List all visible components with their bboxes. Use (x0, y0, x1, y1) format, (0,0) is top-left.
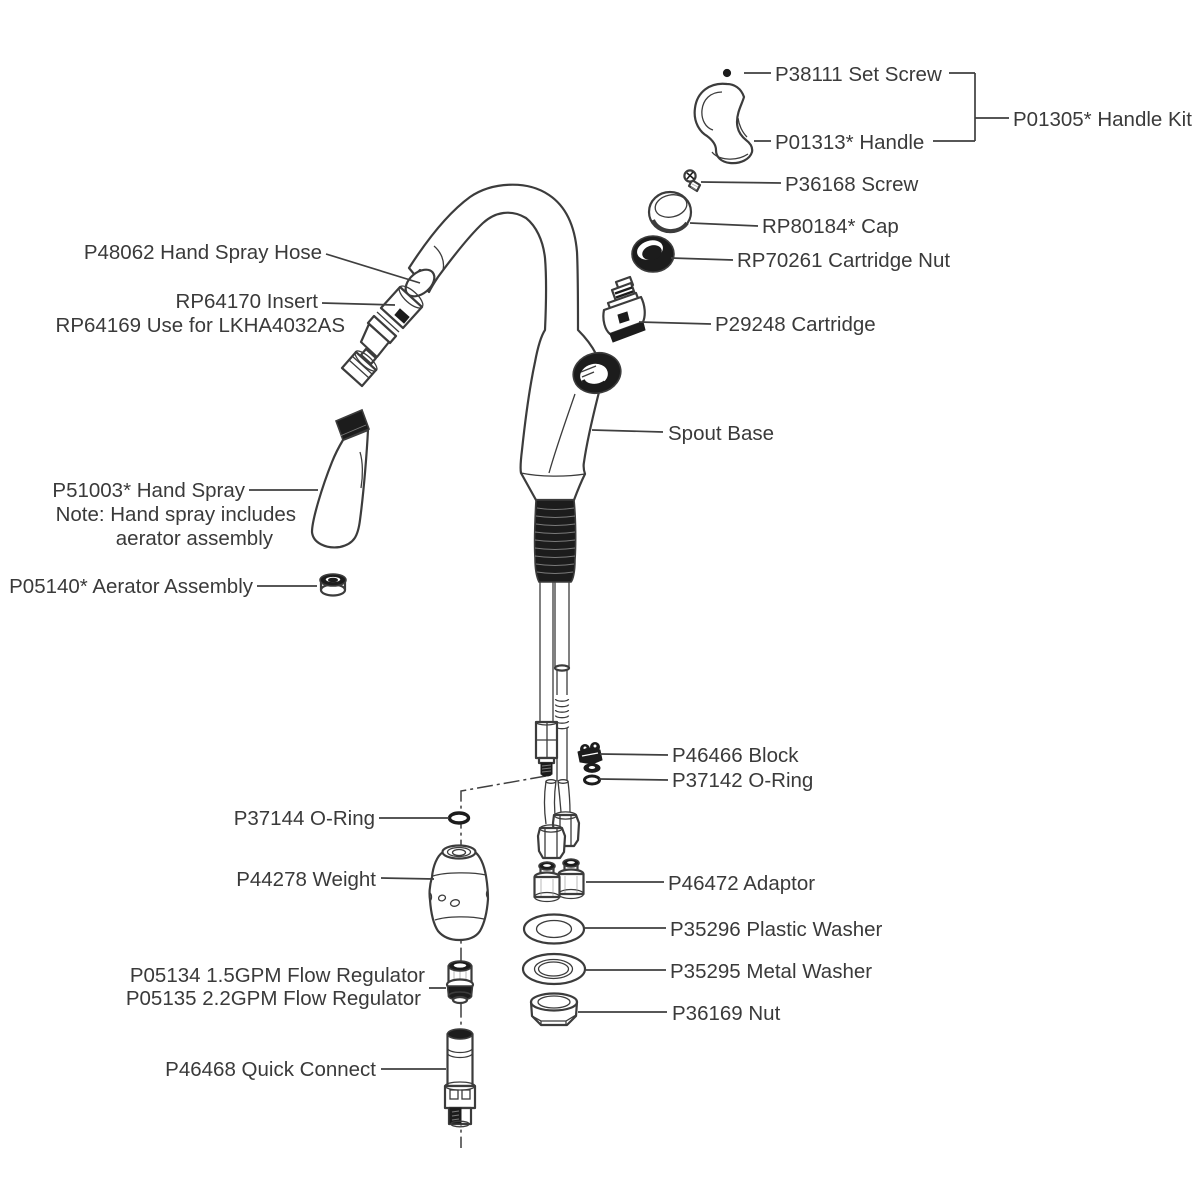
leader-screw (700, 181, 782, 184)
label-cartridge-nut: RP70261 Cartridge Nut (737, 249, 950, 272)
label-nut: P36169 Nut (672, 1002, 781, 1025)
label-flow-regulator-22: P05135 2.2GPM Flow Regulator (126, 987, 421, 1010)
set-screw-drawing (722, 68, 732, 78)
leader-spout-base (591, 429, 664, 433)
label-weight: P44278 Weight (236, 868, 376, 891)
adaptor-left (533, 861, 561, 903)
label-flow-regulator-15: P05134 1.5GPM Flow Regulator (130, 964, 425, 987)
label-hand-spray-note-2: aerator assembly (116, 527, 274, 550)
oring-37144-drawing (447, 811, 471, 825)
handle-kit-bracket (974, 73, 1009, 141)
nut-drawing (529, 992, 579, 1027)
label-hand-spray: P51003* Hand Spray (52, 479, 245, 502)
flow-regulator-drawing (445, 960, 475, 1005)
leader-weight (380, 877, 435, 880)
aerator-drawing (319, 573, 347, 597)
cartridge-nut-drawing (631, 235, 675, 273)
quick-connect-drawing (443, 1028, 477, 1128)
leader-lines (249, 72, 1009, 1070)
leader-cap (689, 222, 759, 227)
label-cartridge: P29248 Cartridge (715, 313, 876, 336)
spout-base-drawing (407, 183, 622, 583)
adaptor-right (557, 858, 585, 900)
label-oring-37142: P37142 O-Ring (672, 769, 813, 792)
cap-drawing (647, 190, 693, 234)
leader-insert (321, 302, 396, 306)
handle-drawing (693, 82, 754, 165)
screw-drawing (683, 169, 702, 193)
hose-nut-left (536, 824, 567, 860)
leader-block (599, 753, 669, 756)
hoses-drawing (534, 582, 581, 860)
label-aerator: P05140* Aerator Assembly (9, 575, 254, 598)
label-screw: P36168 Screw (785, 173, 919, 196)
cartridge-cavity (572, 351, 622, 395)
label-handle: P01313* Handle (775, 131, 924, 154)
label-hand-spray-hose: P48062 Hand Spray Hose (84, 241, 322, 264)
leader-cartridge-nut (670, 257, 734, 261)
label-handle-kit: P01305* Handle Kit (1013, 108, 1192, 131)
label-metal-washer: P35295 Metal Washer (670, 960, 872, 983)
leader-hand-spray-hose (325, 253, 421, 284)
label-adaptor: P46472 Adaptor (668, 872, 815, 895)
label-cap: RP80184* Cap (762, 215, 899, 238)
weight-drawing (428, 844, 490, 942)
label-spout-base: Spout Base (668, 422, 774, 445)
metal-washer-drawing (521, 952, 587, 986)
hand-spray-drawing (310, 408, 371, 549)
label-set-screw: P38111 Set Screw (775, 63, 942, 86)
label-block: P46466 Block (672, 744, 799, 767)
label-oring-37144: P37144 O-Ring (234, 807, 375, 830)
block-drawing (577, 742, 603, 765)
spray-hose-insert-drawing (340, 268, 436, 388)
label-plastic-washer: P35296 Plastic Washer (670, 918, 882, 941)
label-hand-spray-note-1: Note: Hand spray includes (56, 503, 296, 526)
plastic-washer-drawing (522, 913, 586, 945)
leader-cartridge (638, 321, 712, 325)
label-quick-connect: P46468 Quick Connect (165, 1058, 376, 1081)
cartridge-drawing (602, 275, 646, 343)
label-insert: RP64170 Insert (176, 290, 319, 313)
oring-37142-drawing (583, 763, 601, 786)
adaptor-drawing (533, 858, 585, 903)
leader-oring-37142 (598, 778, 669, 781)
labels: P38111 Set Screw P01313* Handle P01305* … (9, 63, 1192, 1081)
label-insert-alt: RP64169 Use for LKHA4032AS (56, 314, 345, 337)
